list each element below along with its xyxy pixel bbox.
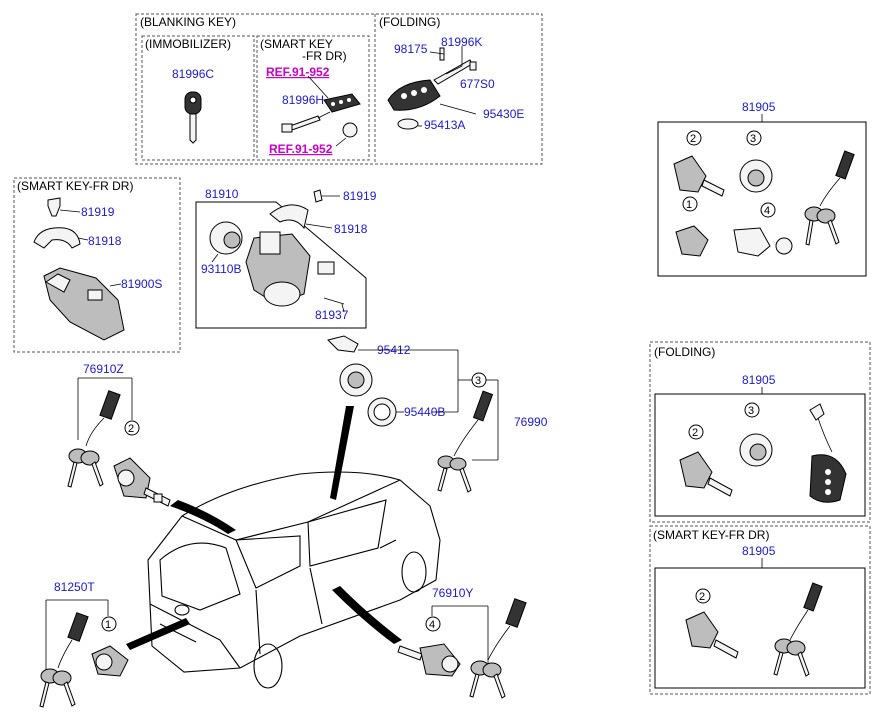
door-lock-76910Y-drawing xyxy=(397,643,461,677)
part-95440B[interactable]: 95440B xyxy=(404,405,445,419)
blanking-key-box xyxy=(135,13,543,165)
immobilizer-heading: (IMMOBILIZER) xyxy=(145,37,231,51)
key-set-76990-drawing xyxy=(437,390,494,493)
blanking-key-heading: (BLANKING KEY) xyxy=(140,15,236,29)
part-81996H[interactable]: 81996H xyxy=(282,93,324,107)
lock-set-81905-c-drawing xyxy=(685,582,823,677)
callouts-81905-c: 2 xyxy=(695,588,711,604)
svg-text:3: 3 xyxy=(750,133,756,145)
key-set-81250T-drawing xyxy=(39,612,89,708)
lock-set-81905-a-drawing xyxy=(673,150,855,257)
lock-set-81905-b-drawing xyxy=(679,403,847,503)
part-677S0[interactable]: 677S0 xyxy=(460,77,495,91)
svg-text:2: 2 xyxy=(692,427,698,439)
blank-key-drawing xyxy=(184,91,202,144)
door-lock-76910Z-drawing xyxy=(113,457,171,507)
part-81905-b[interactable]: 81905 xyxy=(742,373,776,387)
smart-key-top-heading-1: (SMART KEY xyxy=(260,37,333,51)
lock-set-81905-box-c xyxy=(654,567,866,689)
part-81918-mid[interactable]: 81918 xyxy=(334,222,368,236)
svg-text:2: 2 xyxy=(699,591,705,603)
lock-set-81905-box-a xyxy=(657,121,867,277)
part-81996K[interactable]: 81996K xyxy=(441,35,482,49)
part-81910[interactable]: 81910 xyxy=(205,187,239,201)
tailgate-lock-drawing xyxy=(91,645,129,677)
smart-key-fr-dr-right-box xyxy=(649,525,871,695)
smart-lock-housing-drawing xyxy=(33,197,125,341)
smart-key-fr-dr-left-heading: (SMART KEY-FR DR) xyxy=(17,179,133,193)
svg-text:4: 4 xyxy=(429,619,435,631)
lock-set-81905-box-b xyxy=(654,393,866,517)
part-81919-left[interactable]: 81919 xyxy=(81,205,115,219)
part-76910Z[interactable]: 76910Z xyxy=(83,362,124,376)
smart-key-fr-dr-left-box xyxy=(13,177,181,353)
callout-1-bottom-left: 1 xyxy=(101,616,117,632)
folding-top-heading: (FOLDING) xyxy=(379,15,440,29)
part-95430E[interactable]: 95430E xyxy=(483,107,524,121)
ref-91-952-a[interactable]: REF.91-952 xyxy=(266,65,330,79)
arrow-to-passenger-door xyxy=(332,586,402,644)
smart-key-top-box xyxy=(256,35,370,161)
svg-text:3: 3 xyxy=(748,405,754,417)
key-set-76910Z-drawing xyxy=(67,390,121,488)
callouts-81905-b: 2 3 xyxy=(688,402,760,440)
smart-key-top-heading-2: -FR DR) xyxy=(302,49,347,63)
svg-text:1: 1 xyxy=(105,619,111,631)
part-81918-left[interactable]: 81918 xyxy=(88,234,122,248)
immobilizer-antenna-drawing xyxy=(327,335,472,427)
smart-key-fob-drawing xyxy=(281,75,361,147)
folding-right-heading: (FOLDING) xyxy=(654,345,715,359)
part-98175[interactable]: 98175 xyxy=(394,42,428,56)
part-81996C[interactable]: 81996C xyxy=(172,67,214,81)
key-set-76910Y-drawing xyxy=(469,598,527,699)
part-81905-a[interactable]: 81905 xyxy=(742,100,776,114)
part-76910Y[interactable]: 76910Y xyxy=(432,586,473,600)
callout-3-center: 3 xyxy=(471,372,487,388)
part-76990[interactable]: 76990 xyxy=(514,415,548,429)
callouts-81905-a: 2 3 1 4 xyxy=(682,130,776,218)
part-95413A[interactable]: 95413A xyxy=(424,118,465,132)
arrow-to-tailgate xyxy=(126,618,190,650)
svg-text:2: 2 xyxy=(128,423,134,435)
svg-text:2: 2 xyxy=(690,133,696,145)
part-81919-mid[interactable]: 81919 xyxy=(343,189,377,203)
arrow-to-driver-door xyxy=(170,500,236,534)
svg-text:3: 3 xyxy=(475,375,481,387)
immobilizer-box xyxy=(141,35,255,161)
ignition-lock-drawing xyxy=(209,189,345,313)
part-81905-c[interactable]: 81905 xyxy=(742,544,776,558)
part-81900S[interactable]: 81900S xyxy=(121,277,162,291)
ignition-assembly-frame xyxy=(195,201,367,329)
hatchback-car-drawing xyxy=(147,471,441,689)
arrow-to-ignition xyxy=(330,406,354,500)
smart-key-fr-dr-right-heading: (SMART KEY-FR DR) xyxy=(653,528,769,542)
callout-2-left: 2 xyxy=(124,420,140,436)
callout-4-bottom: 4 xyxy=(425,616,441,632)
folding-key-top-drawing xyxy=(387,46,477,130)
part-81250T[interactable]: 81250T xyxy=(54,580,95,594)
folding-right-box xyxy=(649,341,871,523)
ref-91-952-b[interactable]: REF.91-952 xyxy=(269,142,333,156)
part-81937[interactable]: 81937 xyxy=(315,308,349,322)
svg-text:1: 1 xyxy=(686,199,692,211)
part-93110B[interactable]: 93110B xyxy=(201,262,241,276)
svg-text:4: 4 xyxy=(764,205,770,217)
